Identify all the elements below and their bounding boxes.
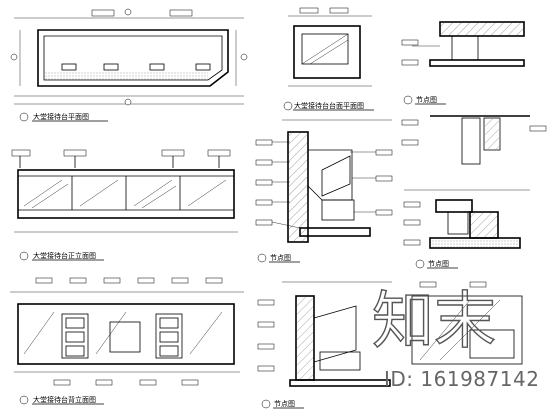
detail-2-caption: 节点图 — [428, 260, 449, 268]
plan-caption: 大堂接待台平面图 — [33, 112, 89, 121]
watermark: 知末 ID: 161987142 — [371, 283, 539, 391]
section-a-tags — [255, 139, 393, 229]
section-b-panel: 节点图 — [257, 281, 523, 409]
top-plan-panel: 大堂接待台台面平面图 — [283, 7, 374, 111]
detail-2-panel: 节点图 — [403, 189, 530, 269]
detail-1-caption: 节点图 — [416, 96, 437, 104]
section-a-caption: 节点图 — [270, 254, 291, 262]
plan-panel: 大堂接待台平面图 — [10, 8, 248, 122]
back-elevation-tags — [35, 277, 223, 386]
front-elevation-caption: 大堂接待台正立面图 — [33, 251, 96, 260]
section-b-caption: 节点图 — [274, 400, 295, 408]
watermark-id: ID: 161987142 — [384, 367, 539, 391]
back-elevation-panel: 大堂接待台背立面图 — [10, 277, 244, 405]
detail-1-panel: 节点图 — [401, 21, 547, 165]
back-elevation-caption: 大堂接待台背立面图 — [33, 395, 96, 404]
watermark-brand: 知末 — [372, 284, 496, 357]
front-elevation-panel: 大堂接待台正立面图 — [11, 149, 238, 261]
plan-tags — [10, 8, 248, 106]
section-a-panel: 节点图 — [255, 119, 393, 263]
top-plan-caption: 大堂接待台台面平面图 — [294, 101, 364, 110]
